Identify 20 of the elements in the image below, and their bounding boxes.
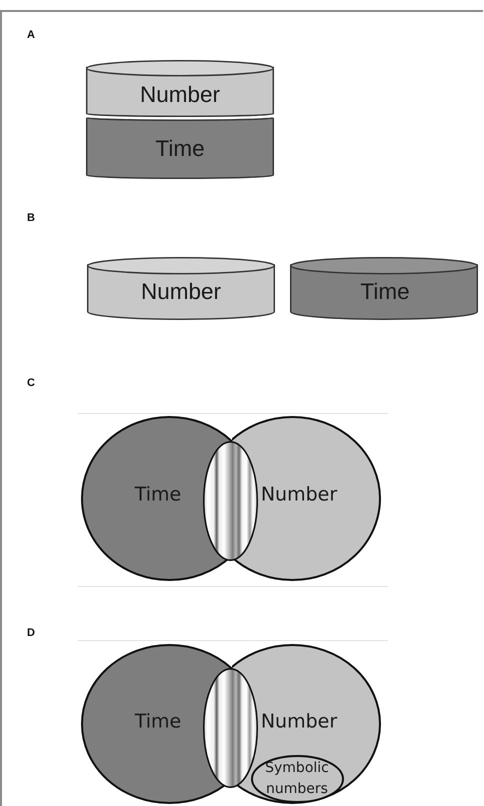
set-label: Time — [134, 486, 182, 504]
layer-label: Time — [360, 280, 410, 304]
layer-label: Number — [140, 84, 220, 106]
cylinder — [86, 117, 274, 179]
panel-label: A — [27, 30, 35, 41]
panel-label: B — [27, 213, 35, 224]
layer-label: Number — [140, 280, 222, 304]
set-label: Number — [260, 486, 338, 504]
cylinder — [86, 60, 274, 117]
layer-label: Time — [155, 138, 205, 160]
overlap-ellipse — [203, 668, 258, 788]
panel-label: C — [27, 378, 35, 389]
cylinder — [87, 257, 275, 320]
overlap-ellipse — [203, 441, 258, 561]
set-label: Number — [260, 712, 338, 732]
subset-label: Symbolic numbers — [264, 759, 330, 799]
cylinder — [290, 257, 478, 320]
panel-label: D — [27, 628, 35, 639]
subset-ellipse — [251, 755, 344, 803]
set-label: Time — [134, 712, 182, 732]
